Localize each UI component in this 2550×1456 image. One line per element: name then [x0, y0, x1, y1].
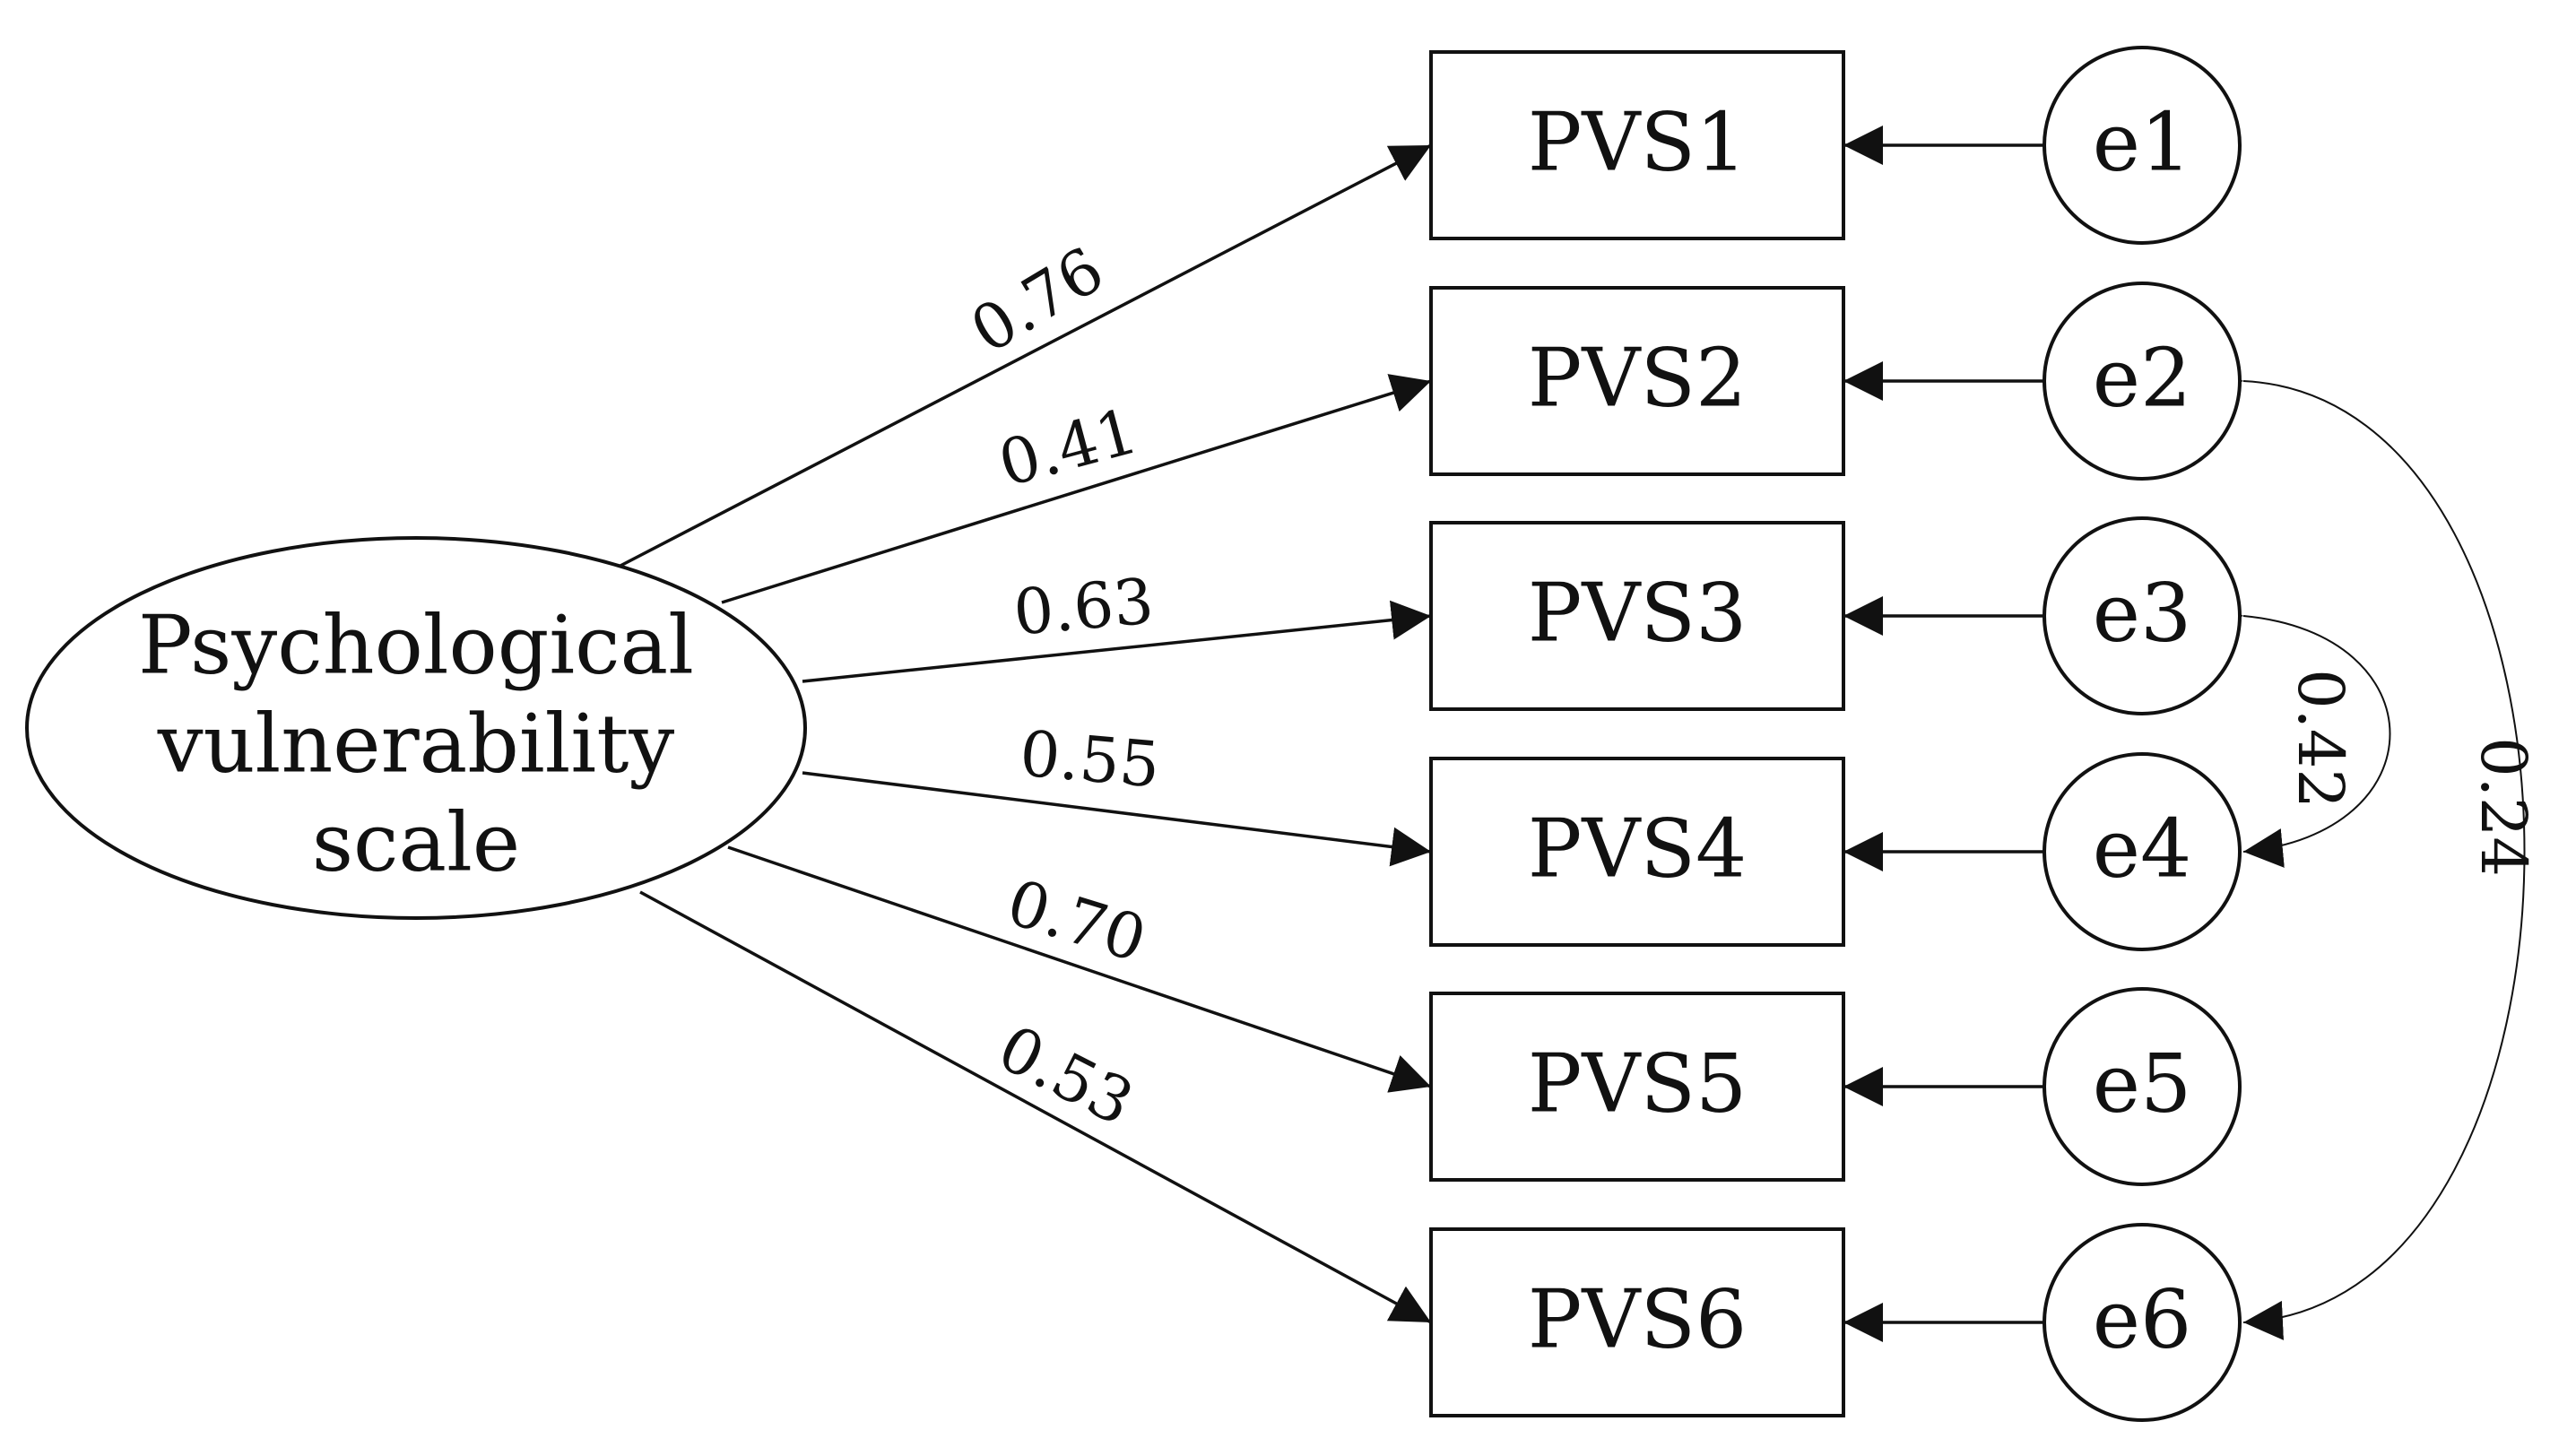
indicator-label: PVS3: [1528, 566, 1747, 660]
covariance-arc: [2202, 593, 2391, 868]
indicator-label: PVS2: [1528, 331, 1747, 425]
indicator-node: PVS3: [1429, 521, 1845, 711]
loading-arrow-3: [802, 600, 1432, 683]
loading-label: 0.55: [1017, 716, 1162, 802]
loading-label: 0.41: [992, 394, 1146, 501]
loading-arrow-4: [802, 771, 1432, 867]
loading-arrow-6: [639, 890, 1432, 1324]
loading-arrow-1: [618, 143, 1432, 568]
indicator-node: PVS5: [1429, 992, 1845, 1182]
covariance-label: 0.24: [2467, 737, 2540, 877]
indicator-label: PVS4: [1528, 802, 1747, 896]
loading-label: 0.53: [987, 1011, 1145, 1140]
latent-label-line-2: vulnerability: [157, 697, 675, 791]
latent-label-line-1: Psychological: [138, 598, 694, 692]
indicator-node: PVS4: [1429, 757, 1845, 947]
indicator-label: PVS5: [1528, 1036, 1747, 1131]
indicator-label: PVS6: [1528, 1272, 1747, 1366]
indicator-node: PVS6: [1429, 1227, 1845, 1417]
error-term-label: e5: [2093, 1036, 2192, 1131]
indicator-node: PVS1: [1429, 50, 1845, 240]
path-arrows: [618, 126, 2526, 1342]
error-term-node: e1: [2043, 46, 2242, 245]
error-term-node: e3: [2043, 516, 2242, 715]
latent-label-line-3: scale: [312, 795, 520, 889]
loading-label: 0.63: [1010, 564, 1156, 649]
error-term-label: e3: [2093, 566, 2192, 660]
covariance-arc: [2202, 359, 2526, 1340]
error-term-node: e5: [2043, 987, 2242, 1186]
error-term-label: e4: [2093, 802, 2192, 896]
loading-label: 0.76: [958, 233, 1116, 368]
error-term-node: e4: [2043, 752, 2242, 951]
latent-variable-node: Psychological vulnerability scale: [25, 536, 807, 920]
error-term-node: e6: [2043, 1223, 2242, 1422]
loading-arrow-5: [727, 845, 1432, 1093]
error-term-label: e6: [2093, 1272, 2192, 1366]
nodes: Psychological vulnerability scale PVS1 e1…: [25, 46, 2242, 1422]
covariance-label: 0.42: [2284, 669, 2357, 809]
loading-arrow-2: [721, 374, 1432, 604]
error-term-label: e1: [2093, 95, 2192, 189]
loading-label: 0.70: [999, 865, 1154, 976]
indicator-label: PVS1: [1528, 95, 1747, 189]
error-term-label: e2: [2093, 331, 2192, 425]
indicator-node: PVS2: [1429, 286, 1845, 476]
error-term-node: e2: [2043, 282, 2242, 481]
